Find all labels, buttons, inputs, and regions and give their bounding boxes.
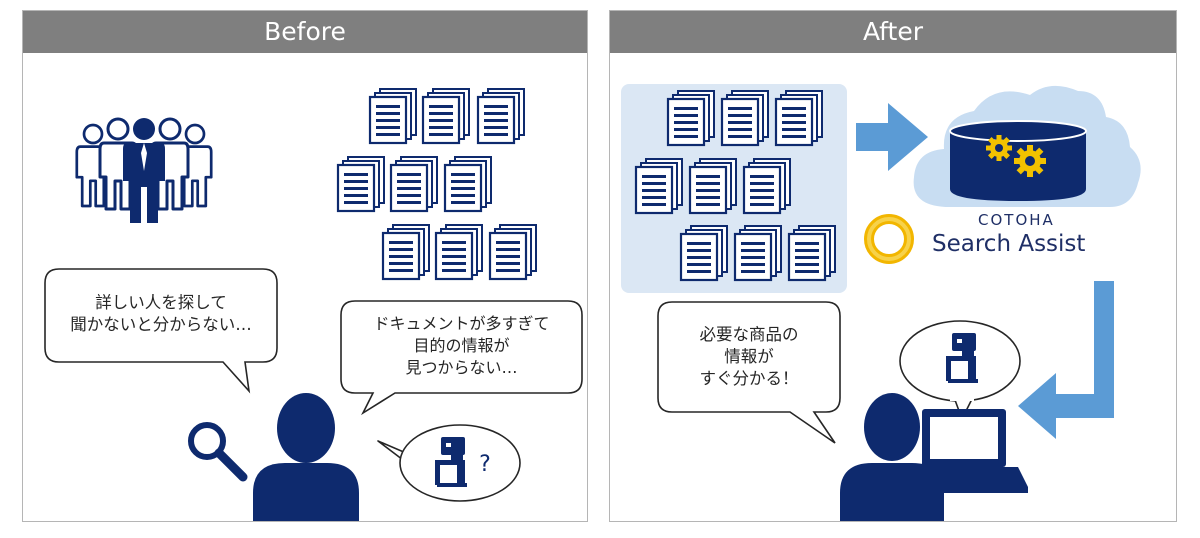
document-icon <box>679 224 729 282</box>
laptop-icon <box>900 409 1028 493</box>
document-icon <box>381 223 431 281</box>
thought-bubble-robot <box>899 320 1021 420</box>
document-icon <box>476 87 526 145</box>
bubble-people-line-2: 聞かないと分からない… <box>70 315 252 334</box>
document-icon <box>774 89 824 147</box>
bubble-documents-text: ドキュメントが多すぎて 目的の情報が 見つからない… <box>341 313 582 379</box>
bubble-documents-line-1: ドキュメントが多すぎて <box>373 314 550 333</box>
speech-bubble-documents <box>340 300 583 416</box>
before-header: Before <box>23 11 587 53</box>
after-panel: After <box>609 10 1177 522</box>
arrow-elbow-icon <box>1018 281 1114 439</box>
document-icon <box>720 89 770 147</box>
bubble-result-line-1: 必要な商品の <box>699 325 799 344</box>
bubble-documents-line-2: 目的の情報が <box>413 336 510 355</box>
arrow-right-icon <box>856 103 928 171</box>
document-icon <box>443 155 493 213</box>
document-icon <box>421 87 471 145</box>
document-icon <box>688 157 738 215</box>
bubble-people-line-1: 詳しい人を探して <box>95 293 227 312</box>
document-icon <box>368 87 418 145</box>
after-illustration <box>621 84 1141 521</box>
document-icon <box>434 223 484 281</box>
document-icon <box>733 224 783 282</box>
document-icon <box>336 155 386 213</box>
bubble-result-line-3: すぐ分かる！ <box>699 369 799 388</box>
speech-bubble-people <box>44 268 278 394</box>
bubble-result-line-2: 情報が <box>724 347 774 366</box>
before-panel: Before <box>22 10 588 522</box>
database-icon <box>949 120 1087 201</box>
before-illustration <box>44 87 583 521</box>
document-icon <box>787 224 837 282</box>
magnifier-icon <box>188 422 248 482</box>
people-group-icon <box>75 117 213 223</box>
person-icon <box>253 393 359 521</box>
document-icon <box>389 155 439 213</box>
document-icon <box>634 157 684 215</box>
document-icon <box>488 223 538 281</box>
document-stack-before <box>336 87 538 281</box>
bubble-people-text: 詳しい人を探して 聞かないと分からない… <box>45 292 277 336</box>
question-mark: ? <box>479 452 491 477</box>
brand-top: COTOHA <box>978 211 1055 229</box>
gear-icon <box>1014 145 1046 177</box>
cotoha-logo-icon <box>864 214 914 264</box>
document-icon <box>742 157 792 215</box>
bubble-documents-line-3: 見つからない… <box>405 358 518 377</box>
thought-bubble-robot <box>377 424 521 502</box>
document-icon <box>666 89 716 147</box>
speech-bubble-result <box>657 301 841 444</box>
gear-icon <box>986 135 1012 161</box>
brand-bottom: Search Assist <box>932 231 1086 257</box>
after-header: After <box>610 11 1176 53</box>
bubble-result-text: 必要な商品の 情報が すぐ分かる！ <box>658 324 840 390</box>
